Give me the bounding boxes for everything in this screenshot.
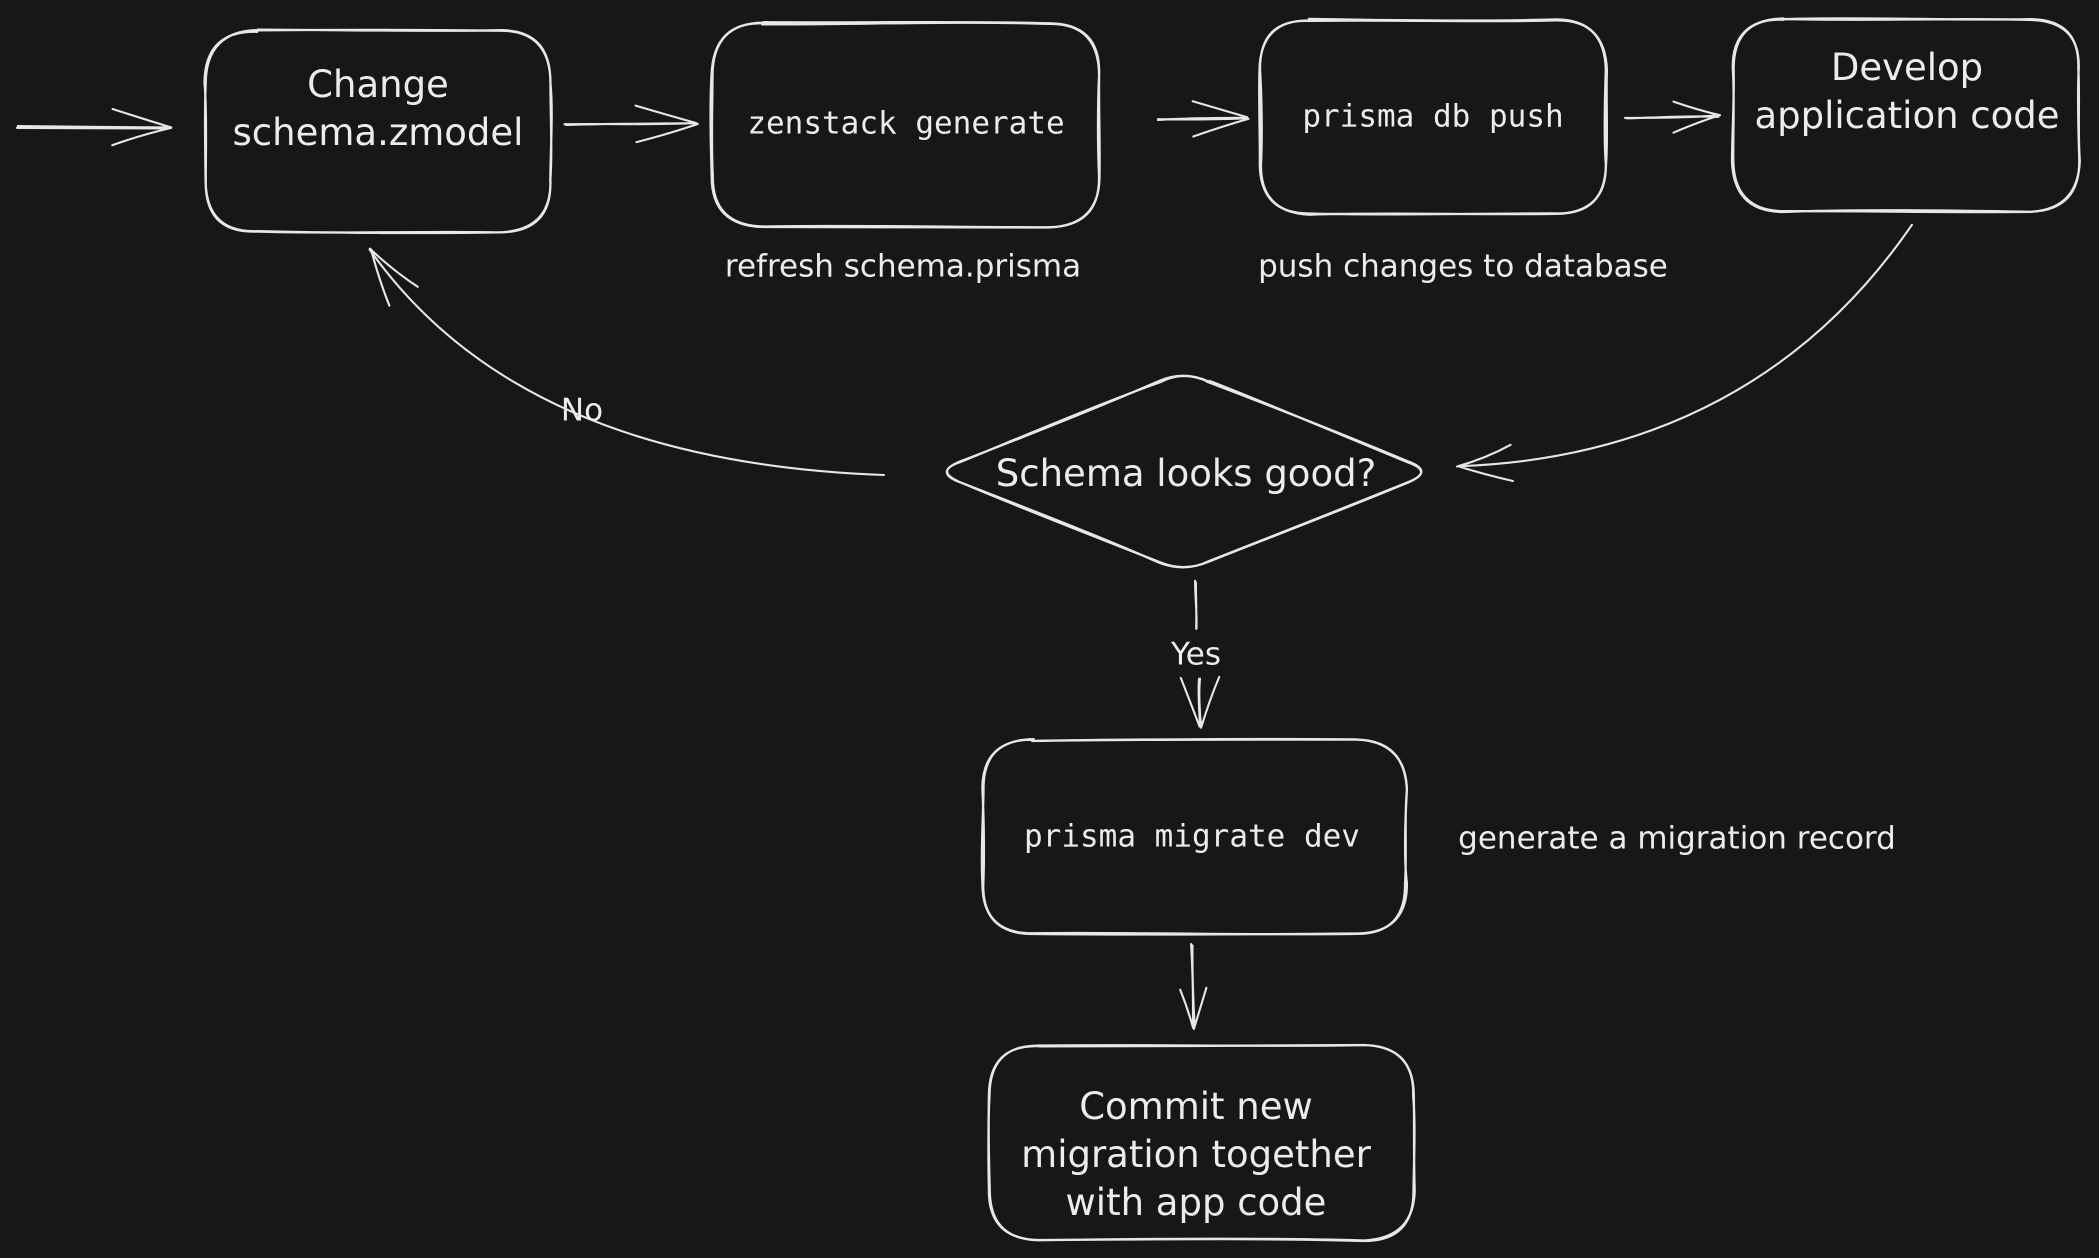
node-label-change-schema[interactable]: Change schema.zmodel	[232, 63, 524, 154]
arrow-diamond-yes-lower[interactable]	[1179, 675, 1221, 729]
node-box-change-schema[interactable]	[203, 28, 553, 235]
node-label-prisma-migrate-dev[interactable]: prisma migrate dev	[1024, 818, 1360, 855]
edge-label-yes[interactable]: Yes	[1170, 636, 1222, 673]
arrow-start-to-change[interactable]	[15, 107, 173, 147]
node-box-prisma-migrate-dev[interactable]	[980, 737, 1409, 936]
node-box-zenstack-generate[interactable]	[709, 20, 1101, 229]
annotation-generate-migration-record[interactable]: generate a migration record	[1458, 820, 1896, 857]
node-box-develop-app-code[interactable]	[1730, 17, 2081, 214]
node-diamond-schema-looks-good[interactable]	[945, 374, 1423, 569]
edge-label-no[interactable]: No	[560, 392, 604, 429]
arrow-diamond-no-to-change[interactable]	[368, 247, 886, 477]
arrow-develop-to-diamond[interactable]	[1456, 223, 1913, 483]
arrow-migrate-to-commit[interactable]	[1179, 943, 1208, 1030]
arrow-dbpush-to-develop[interactable]	[1623, 100, 1722, 134]
arrow-diamond-yes-upper[interactable]	[1194, 579, 1198, 630]
node-box-prisma-db-push[interactable]	[1258, 17, 1609, 216]
node-box-commit-migration[interactable]	[987, 1043, 1416, 1243]
arrow-zenstack-to-dbpush[interactable]	[1156, 100, 1250, 138]
annotation-push-changes-to-database[interactable]: push changes to database	[1258, 248, 1668, 285]
annotation-refresh-schema-prisma[interactable]: refresh schema.prisma	[724, 248, 1082, 285]
node-label-zenstack-generate[interactable]: zenstack generate	[747, 105, 1065, 142]
node-label-schema-looks-good[interactable]: Schema looks good?	[995, 452, 1377, 495]
node-label-commit-migration[interactable]: Commit new migration together with app c…	[1021, 1085, 1371, 1224]
node-label-prisma-db-push[interactable]: prisma db push	[1302, 98, 1564, 135]
arrow-change-to-zenstack[interactable]	[563, 104, 699, 144]
node-label-develop-app-code[interactable]: Develop application code	[1754, 46, 2060, 137]
